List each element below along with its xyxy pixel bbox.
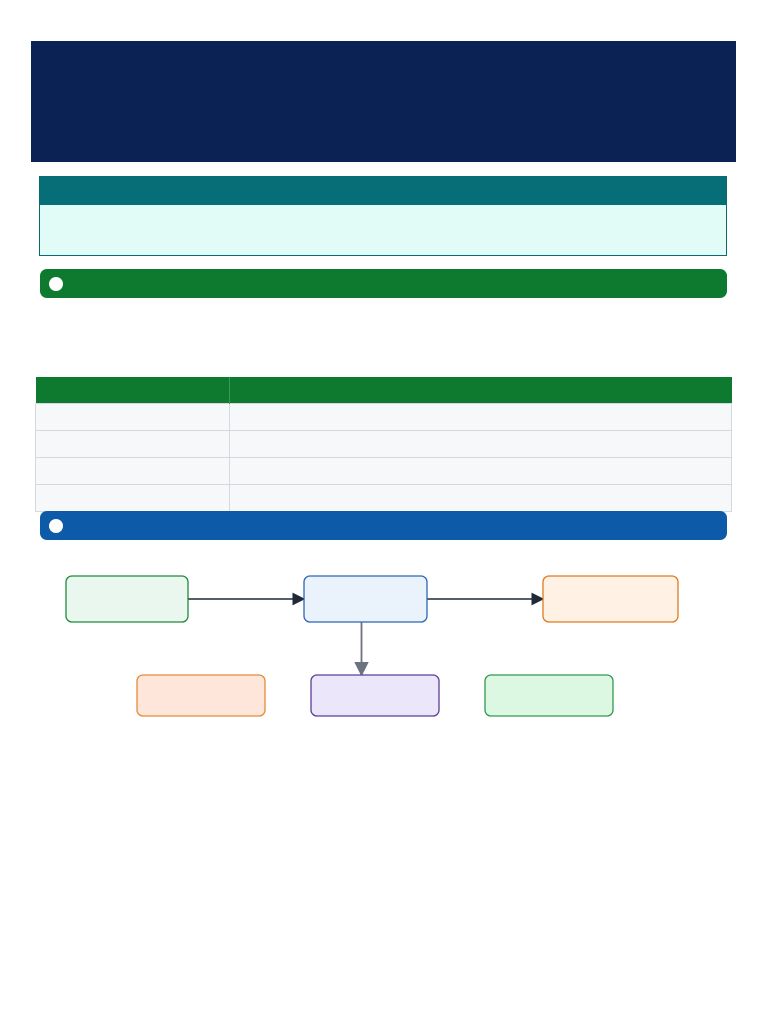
table-cell (229, 430, 732, 458)
diagram-node (484, 674, 614, 717)
table-cell (229, 484, 732, 512)
diagram-node-box (542, 575, 679, 623)
table-cell (35, 403, 230, 431)
table-cell (229, 403, 732, 431)
diagram-node (303, 575, 428, 623)
hero-banner (31, 41, 736, 162)
diagram-node (542, 575, 679, 623)
diagram-node-box (484, 674, 614, 717)
table-row (35, 484, 732, 512)
table-row (35, 403, 732, 431)
diagram-node-box (136, 674, 266, 717)
section-bullet-icon (49, 276, 63, 291)
diagram-node-box (65, 575, 189, 623)
table-header-cell (229, 377, 732, 404)
table-header-cell (35, 377, 230, 404)
diagram-node-box (310, 674, 440, 717)
table-cell (35, 430, 230, 458)
data-table (35, 377, 732, 512)
table-row (35, 457, 732, 485)
table-cell (35, 484, 230, 512)
table-cell (35, 457, 230, 485)
callout-box (39, 176, 727, 256)
callout-body (40, 205, 726, 217)
diagram-node-box (303, 575, 428, 623)
diagram-node (65, 575, 189, 623)
diagram-node (310, 674, 440, 717)
table-cell (229, 457, 732, 485)
table-row (35, 430, 732, 458)
diagram-node (136, 674, 266, 717)
callout-header (40, 177, 726, 205)
section-bar-1 (40, 269, 727, 298)
section-bullet-icon (49, 518, 63, 533)
table-header-row (35, 377, 732, 404)
section-bar-2 (40, 511, 727, 540)
